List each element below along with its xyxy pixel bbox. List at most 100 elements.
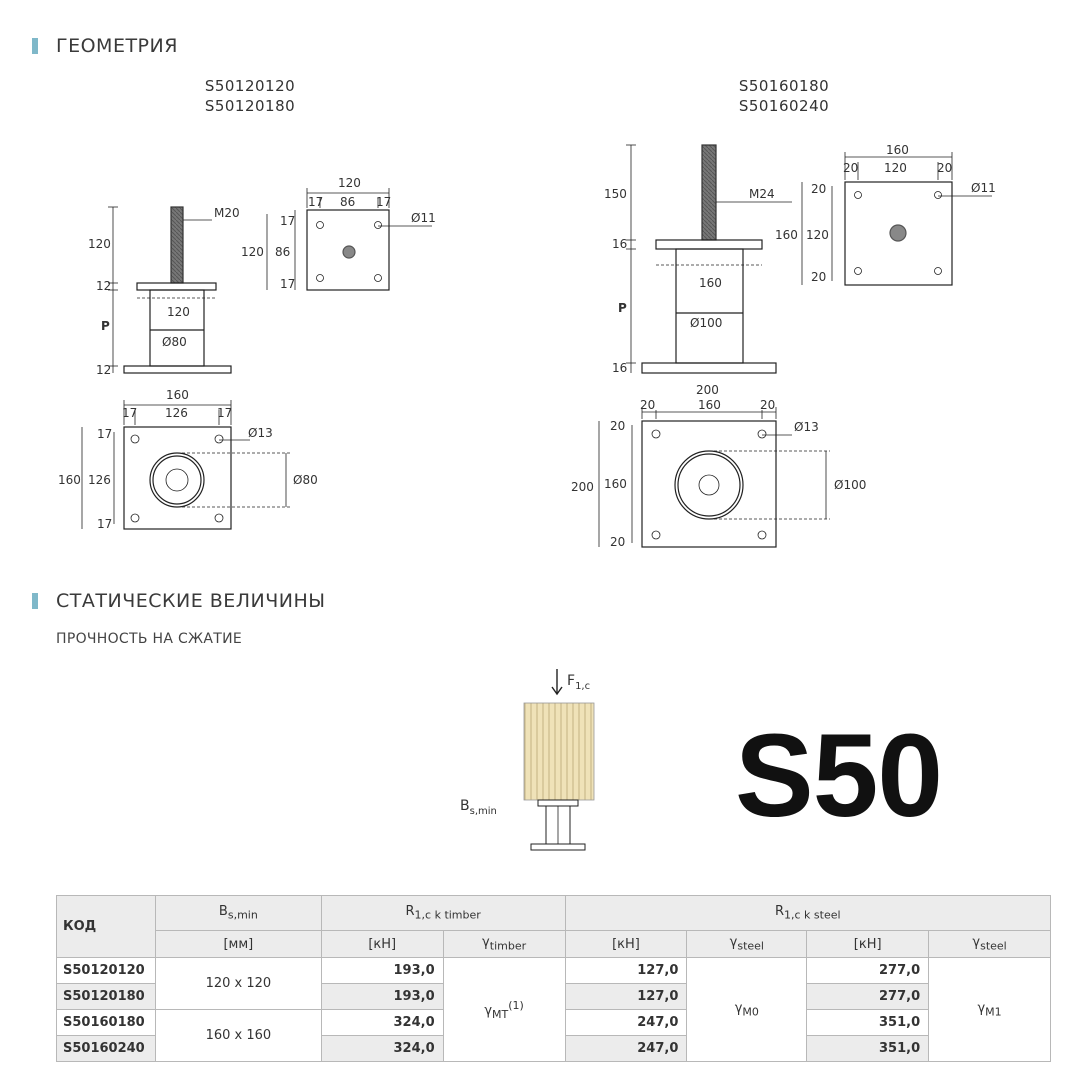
dim-label: 12 [96, 363, 111, 377]
dim-label: 200 [696, 383, 719, 397]
gamma-sub: M0 [742, 1005, 759, 1019]
dim-label: 160 [58, 473, 81, 487]
dim-label: 200 [571, 480, 594, 494]
cell-steel: 247,0 [564, 1009, 688, 1036]
geometry-title-text: ГЕОМЕТРИЯ [56, 35, 178, 57]
geometry-section-title: ГЕОМЕТРИЯ [32, 35, 178, 57]
cell-steel: 351,0 [806, 1009, 930, 1036]
col-r-steel-sub: 1,c k steel [784, 908, 841, 922]
strength-table: КОД Bs,min R1,c k timber R1,c k steel [м… [56, 895, 1052, 1062]
bs-sub: s,min [470, 806, 497, 817]
product-name: S50 [735, 710, 943, 842]
cell-gamma-mt: γMT(1) [442, 957, 566, 1062]
gamma-steel: γsteel [686, 930, 808, 958]
dim-label: 160 [604, 477, 627, 491]
cell-timber: 193,0 [320, 957, 444, 984]
dim-label: 12 [96, 279, 111, 293]
col-r-timber-label: R [405, 904, 415, 920]
gamma-symbol: γ [484, 1002, 493, 1018]
dim-label: Ø13 [794, 420, 819, 434]
load-illustration: F1,c Bs,min [460, 669, 595, 851]
unit-mm: [мм] [154, 930, 322, 958]
cell-steel: 127,0 [564, 957, 688, 984]
dim-label: 17 [217, 406, 232, 420]
dim-label: 120 [338, 176, 361, 190]
dim-label: M20 [214, 206, 240, 220]
cell-steel: 247,0 [564, 1035, 688, 1062]
dim-label: P [101, 319, 110, 333]
right-model-labels: S50160180 S50160240 [724, 76, 844, 116]
dim-label: 20 [640, 398, 655, 412]
dim-label: 17 [97, 427, 112, 441]
dim-label: 17 [122, 406, 137, 420]
cell-code: S50160180 [56, 1009, 156, 1036]
force-label: F [567, 673, 575, 689]
gamma-steel: γsteel [928, 930, 1051, 958]
dim-label: 17 [376, 195, 391, 209]
col-code: КОД [56, 895, 156, 958]
cell-gamma-m0: γM0 [686, 957, 808, 1062]
dim-label: 160 [166, 388, 189, 402]
dim-label: 120 [884, 161, 907, 175]
statics-title-text: СТАТИЧЕСКИЕ ВЕЛИЧИНЫ [56, 590, 326, 612]
cell-timber: 324,0 [320, 1009, 444, 1036]
dim-label: Ø100 [690, 316, 722, 330]
gamma-symbol: γ [729, 935, 738, 951]
dim-label: Ø80 [162, 335, 187, 349]
dim-label: 120 [241, 245, 264, 259]
dim-label: 86 [275, 245, 290, 259]
col-bs-label: B [218, 904, 228, 920]
dim-label: 126 [88, 473, 111, 487]
col-r-timber-sub: 1,c k timber [414, 908, 481, 922]
cell-bs: 120 x 120 [154, 957, 322, 1010]
dim-label: 20 [610, 419, 625, 433]
left-side-view [108, 206, 232, 374]
compression-subtitle: ПРОЧНОСТЬ НА СЖАТИЕ [56, 631, 243, 647]
dim-label: Ø80 [293, 473, 318, 487]
cell-gamma-m1: γM1 [928, 957, 1051, 1062]
gamma-sub: steel [980, 939, 1007, 953]
section-marker [32, 593, 38, 609]
model-code: S50160240 [738, 97, 830, 115]
statics-section-title: СТАТИЧЕСКИЕ ВЕЛИЧИНЫ [32, 590, 326, 612]
unit-kn: [кН] [320, 930, 444, 958]
unit-kn: [кН] [564, 930, 688, 958]
table-row: S50160240 324,0 247,0 351,0 [56, 1035, 1051, 1062]
gamma-symbol: γ [977, 1000, 986, 1016]
gamma-sub: MT [492, 1007, 509, 1021]
col-bs: Bs,min [154, 895, 322, 931]
dim-label: 160 [775, 228, 798, 242]
timber-post [523, 702, 595, 801]
gamma-timber: γtimber [442, 930, 566, 958]
dim-label: 150 [604, 187, 627, 201]
force-sub: 1,c [575, 681, 590, 692]
col-code-label: КОД [63, 919, 97, 934]
svg-text:Bs,min: Bs,min [460, 798, 497, 817]
dim-label: 20 [610, 535, 625, 549]
dim-label: 126 [165, 406, 188, 420]
footnote-mark: (1) [508, 998, 524, 1012]
dim-label: Ø13 [248, 426, 273, 440]
cell-timber: 193,0 [320, 983, 444, 1010]
gamma-sub: steel [737, 939, 764, 953]
table-row: S50160180 160 x 160 324,0 247,0 351,0 [56, 1009, 1051, 1062]
dim-label: 17 [308, 195, 323, 209]
dim-label: Ø11 [411, 211, 436, 225]
cell-steel: 127,0 [564, 983, 688, 1010]
section-marker [32, 38, 38, 54]
left-model-labels: S50120120 S50120180 [190, 76, 310, 116]
dim-label: 16 [612, 237, 627, 251]
cell-steel: 277,0 [806, 957, 930, 984]
col-r-steel-label: R [774, 904, 784, 920]
col-bs-sub: s,min [227, 908, 258, 922]
dim-label: 120 [167, 305, 190, 319]
dim-label: 20 [843, 161, 858, 175]
col-r-steel: R1,c k steel [564, 895, 1052, 931]
cell-code: S50160240 [56, 1035, 156, 1062]
dim-label: 160 [886, 143, 909, 157]
table-row: S50120180 193,0 127,0 277,0 [56, 983, 1051, 1010]
bs-label: B [460, 798, 470, 814]
svg-text:F1,c: F1,c [567, 673, 590, 692]
gamma-sub: timber [489, 939, 527, 953]
model-code: S50120120 [204, 77, 296, 95]
